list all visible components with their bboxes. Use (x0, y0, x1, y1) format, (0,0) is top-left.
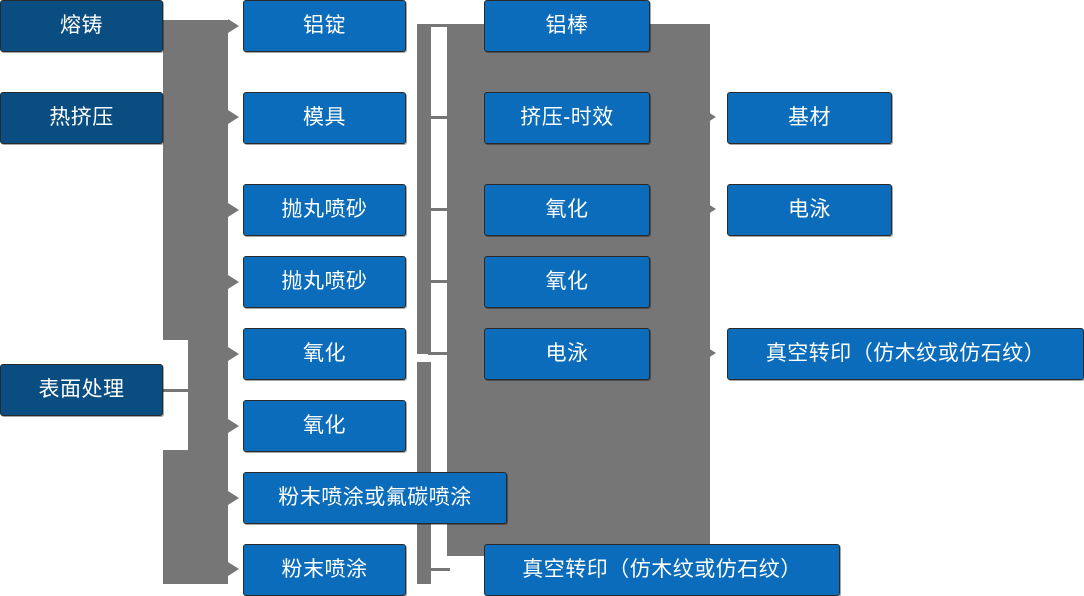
connector-arrow-to-muju (228, 110, 239, 124)
connector-stub-row-6 (428, 568, 450, 571)
node-dianyong-2[interactable]: 电泳 (727, 184, 892, 236)
connector-arrow-to-paowan2 (228, 275, 239, 289)
connector-stub-row-3 (428, 208, 450, 211)
node-label: 氧化 (545, 269, 589, 293)
node-label: 抛丸喷砂 (281, 269, 368, 293)
node-zhenkongzhuanyin-1[interactable]: 真空转印（仿木纹或仿石纹） (484, 544, 840, 596)
connector-stub-row-1 (428, 24, 450, 27)
connector-rail-thin-upper (417, 24, 431, 354)
node-label: 铝棒 (545, 13, 589, 37)
node-label: 粉末喷涂或氟碳喷涂 (278, 485, 472, 509)
connector-arrow-to-yanghua1 (228, 347, 239, 361)
connector-arrow-to-lvding (228, 19, 239, 33)
node-fenmopentu-huo-futan[interactable]: 粉末喷涂或氟碳喷涂 (243, 472, 507, 524)
node-zhenkongzhuanyin-2[interactable]: 真空转印（仿木纹或仿石纹） (727, 328, 1084, 380)
connector-stub-row-4 (428, 280, 450, 283)
node-jiyashixiao[interactable]: 挤压-时效 (484, 92, 650, 144)
node-paowanpensha-1[interactable]: 抛丸喷砂 (243, 184, 406, 236)
node-label: 抛丸喷砂 (281, 197, 368, 221)
node-lvbang[interactable]: 铝棒 (484, 0, 650, 52)
node-muju[interactable]: 模具 (243, 92, 406, 144)
connector-arrow-down-surface (165, 330, 179, 340)
node-biaomianchuli[interactable]: 表面处理 (0, 364, 163, 416)
connector-arrow-to-dianyong2 (708, 204, 716, 214)
node-label: 电泳 (788, 197, 831, 221)
node-label: 粉末喷涂 (281, 557, 368, 581)
connector-arrow-to-jicai (708, 112, 716, 122)
node-label: 氧化 (303, 413, 346, 437)
node-label: 基材 (788, 105, 831, 129)
node-yanghua-3[interactable]: 氧化 (484, 184, 650, 236)
node-rejiya[interactable]: 热挤压 (0, 92, 163, 144)
node-yanghua-1[interactable]: 氧化 (243, 328, 406, 380)
node-label: 氧化 (303, 341, 346, 365)
connector-arrow-to-fenmo1 (228, 491, 239, 505)
connector-arrow-to-zhuanyin2 (708, 348, 716, 358)
node-lvding[interactable]: 铝锭 (243, 0, 406, 52)
connector-stub-row-2 (428, 116, 450, 119)
node-rongzhu[interactable]: 熔铸 (0, 0, 163, 52)
node-label: 模具 (303, 105, 346, 129)
connector-stub-row-5 (428, 352, 450, 355)
node-yanghua-2[interactable]: 氧化 (243, 400, 406, 452)
connector-stub-surface (163, 389, 193, 392)
node-label: 挤压-时效 (520, 105, 614, 129)
node-paowanpensha-2[interactable]: 抛丸喷砂 (243, 256, 406, 308)
connector-arrow-to-yanghua2 (228, 419, 239, 433)
node-label: 表面处理 (38, 377, 125, 401)
node-label: 电泳 (545, 341, 589, 365)
node-label: 真空转印（仿木纹或仿石纹） (522, 557, 802, 581)
connector-mask-surface-pocket (160, 340, 188, 450)
node-label: 铝锭 (303, 13, 346, 37)
node-label: 氧化 (545, 197, 589, 221)
node-label: 热挤压 (49, 105, 114, 129)
connector-arrow-to-fenmo2 (228, 562, 239, 576)
node-dianyong-1[interactable]: 电泳 (484, 328, 650, 380)
connector-arrow-to-paowan1 (228, 203, 239, 217)
node-fenmopentu[interactable]: 粉末喷涂 (243, 544, 406, 596)
node-label: 熔铸 (60, 13, 103, 37)
connector-arrow-down-rongzhu (165, 72, 179, 82)
connector-trunk-left (163, 20, 228, 584)
node-yanghua-4[interactable]: 氧化 (484, 256, 650, 308)
node-jicai[interactable]: 基材 (727, 92, 892, 144)
node-label: 真空转印（仿木纹或仿石纹） (765, 341, 1046, 365)
connector-mask-top-left (0, 52, 163, 92)
